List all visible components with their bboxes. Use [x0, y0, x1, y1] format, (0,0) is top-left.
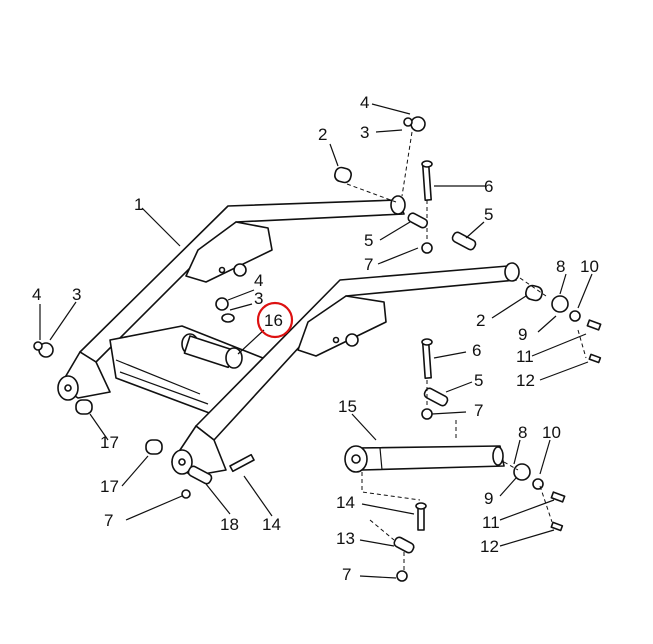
- label-7-top: 7: [364, 255, 373, 274]
- label-5-right: 5: [484, 205, 493, 224]
- label-4-left: 4: [32, 285, 41, 304]
- label-11-top: 11: [516, 347, 534, 366]
- label-7-bottom-right: 7: [342, 565, 351, 584]
- label-3-left: 3: [72, 285, 81, 304]
- label-17-bottom: 17: [100, 477, 119, 496]
- label-7-bottom-left: 7: [104, 511, 113, 530]
- label-12-top: 12: [516, 371, 535, 390]
- assembly-lines: [346, 131, 587, 570]
- label-9-top: 9: [518, 325, 527, 344]
- label-5-left: 5: [364, 231, 373, 250]
- loader-arm-right: [171, 262, 520, 477]
- label-11-bottom: 11: [482, 513, 500, 532]
- label-6-mid: 6: [472, 341, 481, 360]
- label-7-mid: 7: [474, 401, 483, 420]
- leader-lines: [39, 103, 593, 579]
- center-pivot-bracket: [181, 313, 243, 369]
- callout-labels: 1 2 3 4 6 5 5 7 8 10 2 9 11 12 4 3 4 3 1…: [32, 93, 599, 584]
- hydraulic-cylinder: [344, 445, 505, 473]
- label-4-top: 4: [360, 93, 369, 112]
- label-5-mid: 5: [474, 371, 483, 390]
- highlight-circle: [256, 301, 294, 339]
- label-14-right: 14: [336, 493, 355, 512]
- label-10-bottom: 10: [542, 423, 561, 442]
- label-4-center: 4: [254, 271, 263, 290]
- label-13: 13: [336, 529, 355, 548]
- small-parts: [33, 116, 602, 582]
- label-2-right: 2: [476, 311, 485, 330]
- label-9-bottom: 9: [484, 489, 493, 508]
- label-17-left: 17: [100, 433, 119, 452]
- label-8-top: 8: [556, 257, 565, 276]
- label-8-bottom: 8: [518, 423, 527, 442]
- label-10-top: 10: [580, 257, 599, 276]
- label-14-left: 14: [262, 515, 281, 534]
- label-18: 18: [220, 515, 239, 534]
- label-6-top: 6: [484, 177, 493, 196]
- label-12-bottom: 12: [480, 537, 499, 556]
- label-3-top: 3: [360, 123, 369, 142]
- label-16: 16: [264, 311, 283, 330]
- label-3-center: 3: [254, 289, 263, 308]
- label-1: 1: [134, 195, 143, 214]
- label-15: 15: [338, 397, 357, 416]
- label-2-top: 2: [318, 125, 327, 144]
- loader-arm-left: [57, 195, 406, 401]
